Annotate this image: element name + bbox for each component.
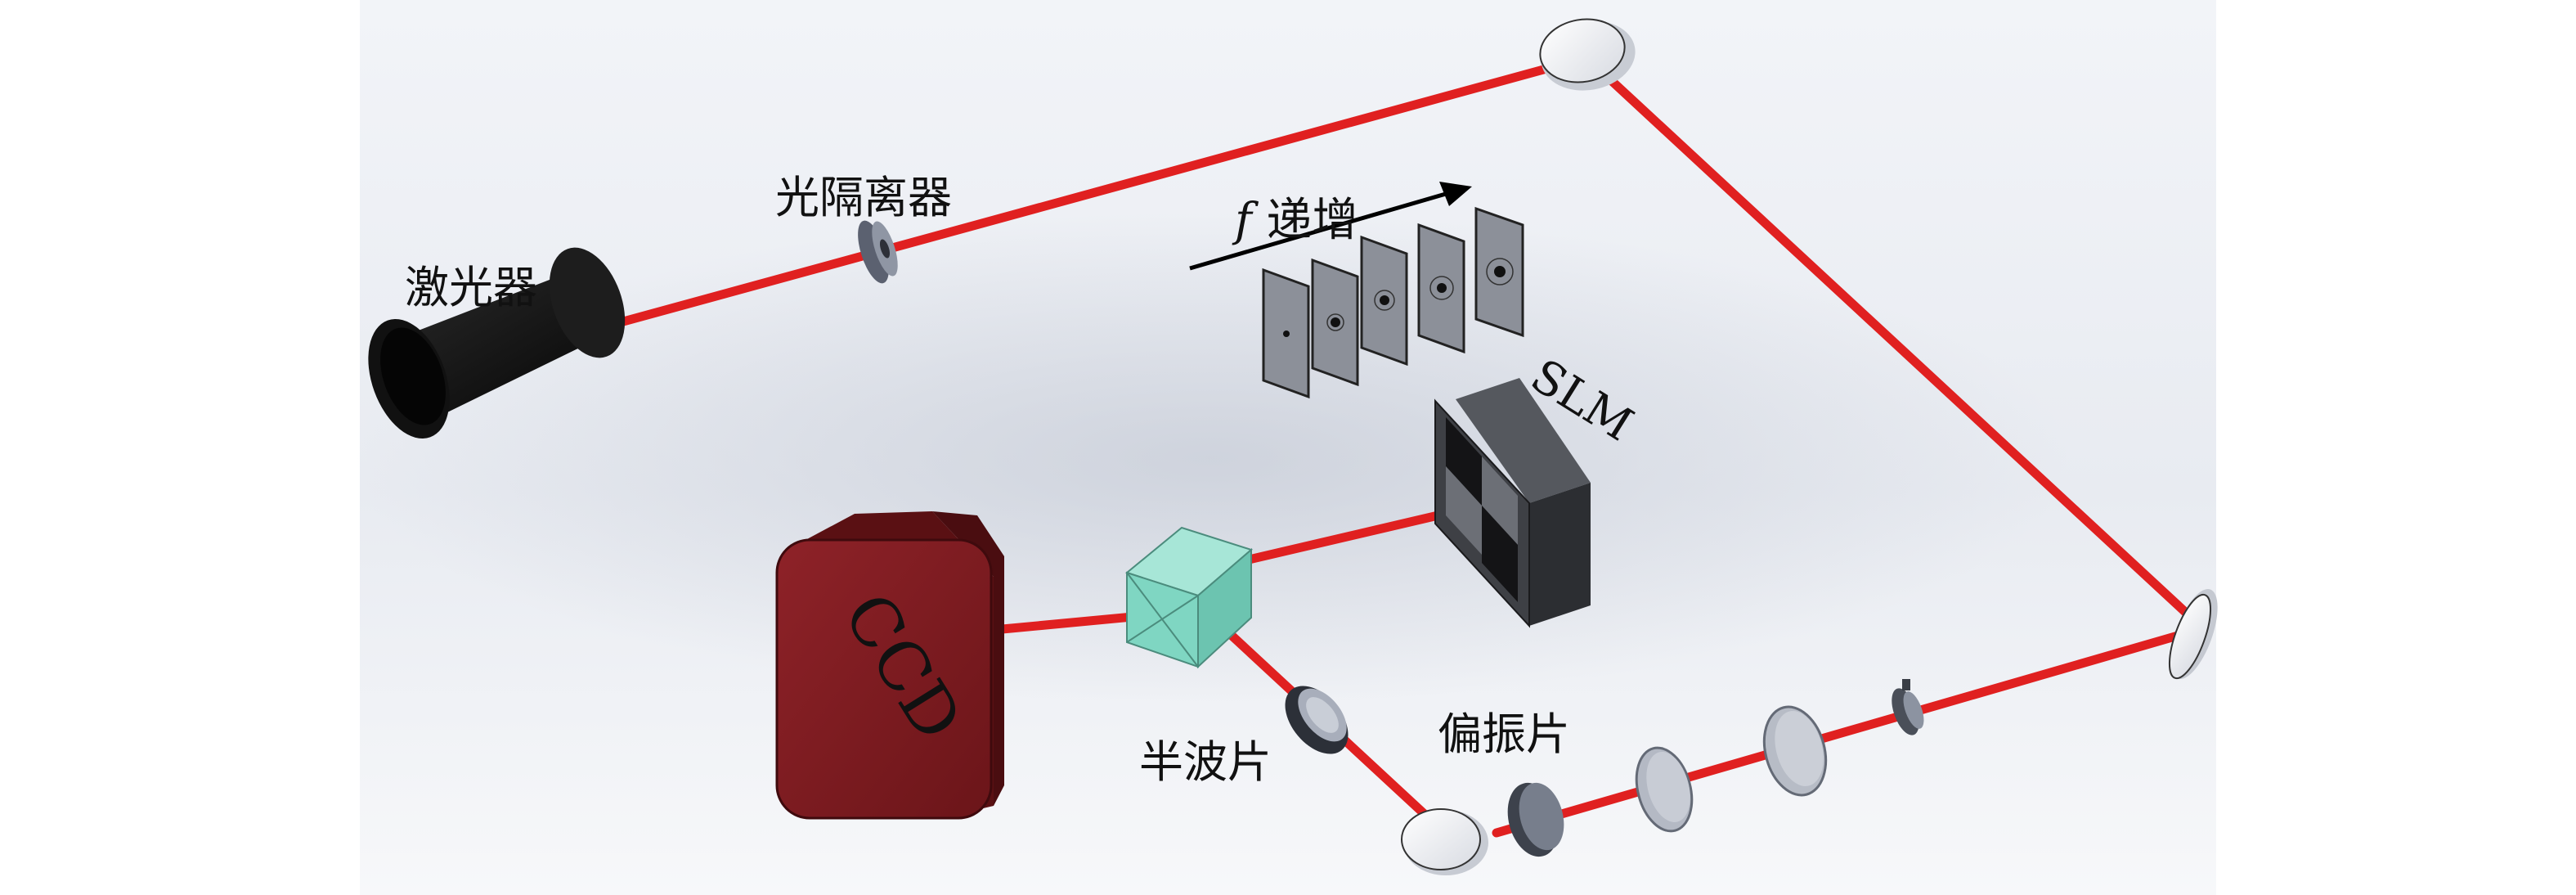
half-wave-plate [1285,686,1349,754]
phase-plate-3 [1360,235,1408,367]
phase-plate-4 [1417,223,1465,354]
half-wave-plate-label: 半波片 [1139,736,1272,788]
lens-1 [1635,746,1694,833]
slm [1434,378,1591,628]
beam-splitter-cube [1124,526,1254,669]
phase-plate-2 [1311,258,1359,387]
phase-plate-5 [1474,206,1524,338]
mirror-bottom [1401,808,1488,875]
mirror-top [1539,18,1636,91]
isolator-label: 光隔离器 [775,172,952,223]
phase-plate-stack [1262,206,1524,399]
f-increase-arrow [1189,182,1472,271]
laser-source [368,247,626,439]
mirror-right [2168,588,2218,680]
polarizer-label: 偏振片 [1438,708,1570,760]
ccd-camera: CCD [775,511,1004,820]
polarizer [1507,782,1564,857]
increase-text: 递增 [1252,194,1358,247]
optical-isolator [858,220,898,284]
f-increase-label: f 递增 [1232,194,1358,247]
phase-plate-1 [1262,268,1310,399]
lens-2 [1762,705,1828,797]
aperture-mount [1892,679,1924,735]
laser-label: 激光器 [405,262,537,313]
